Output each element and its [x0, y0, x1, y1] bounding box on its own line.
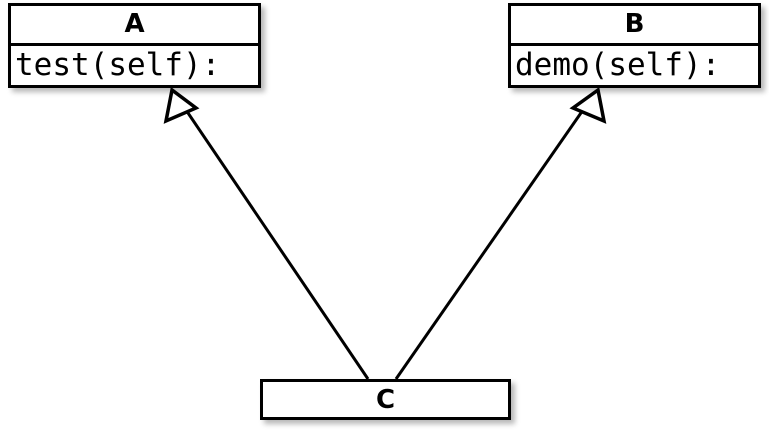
- uml-class-b-members: demo(self):: [511, 42, 758, 85]
- uml-class-a-members: test(self):: [11, 42, 258, 85]
- hollow-triangle-arrowhead-b: [569, 86, 607, 124]
- uml-class-a-name: A: [124, 9, 145, 40]
- uml-class-b-name: B: [624, 9, 645, 40]
- hollow-triangle-arrowhead-a: [163, 86, 200, 124]
- generalization-line-c-b: [394, 109, 585, 380]
- generalization-c-to-b: [394, 86, 607, 380]
- generalization-line-c-a: [184, 109, 370, 380]
- uml-class-c-name: C: [375, 384, 396, 415]
- uml-class-a[interactable]: A test(self):: [8, 3, 261, 88]
- uml-class-b[interactable]: B demo(self):: [508, 3, 761, 88]
- generalization-c-to-a: [163, 86, 370, 380]
- uml-class-c[interactable]: C: [260, 379, 511, 420]
